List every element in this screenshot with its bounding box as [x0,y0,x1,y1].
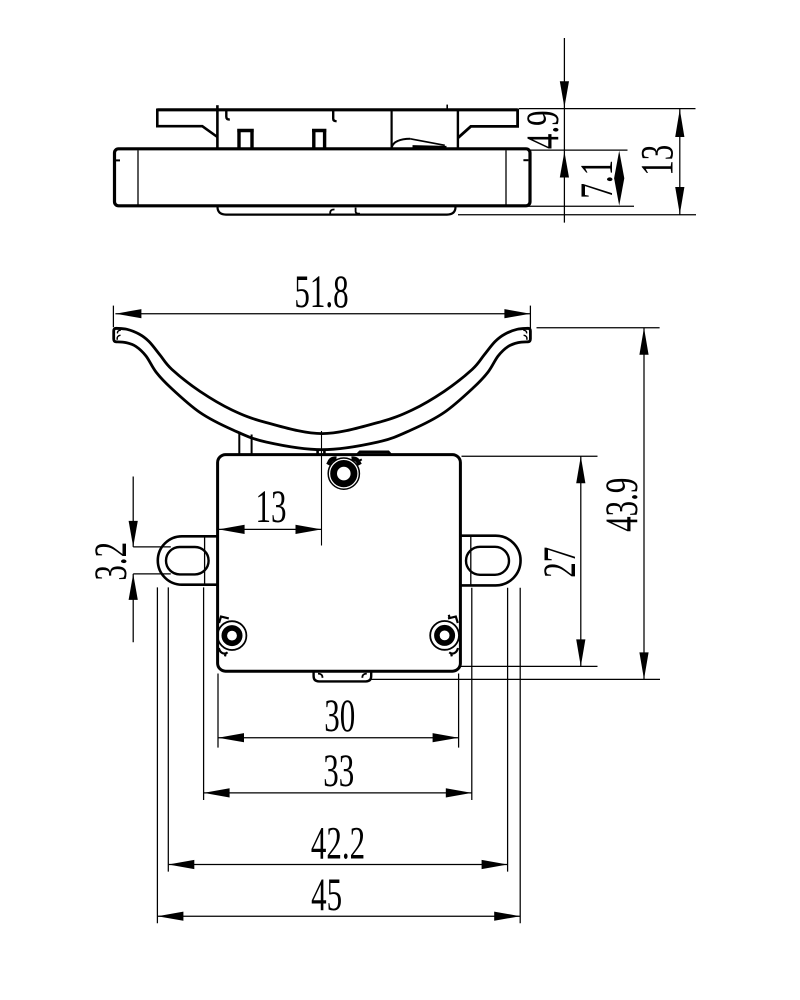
svg-text:7.1: 7.1 [570,160,622,199]
svg-text:45: 45 [311,868,342,920]
svg-text:13: 13 [255,481,286,533]
svg-text:43.9: 43.9 [596,478,648,532]
svg-text:42.2: 42.2 [311,817,365,869]
svg-text:13: 13 [631,145,683,176]
svg-text:3.2: 3.2 [85,542,137,581]
svg-text:4.9: 4.9 [516,110,568,149]
svg-text:30: 30 [324,690,355,742]
svg-text:27: 27 [534,547,586,578]
svg-text:51.8: 51.8 [294,265,348,317]
svg-text:33: 33 [323,745,354,797]
